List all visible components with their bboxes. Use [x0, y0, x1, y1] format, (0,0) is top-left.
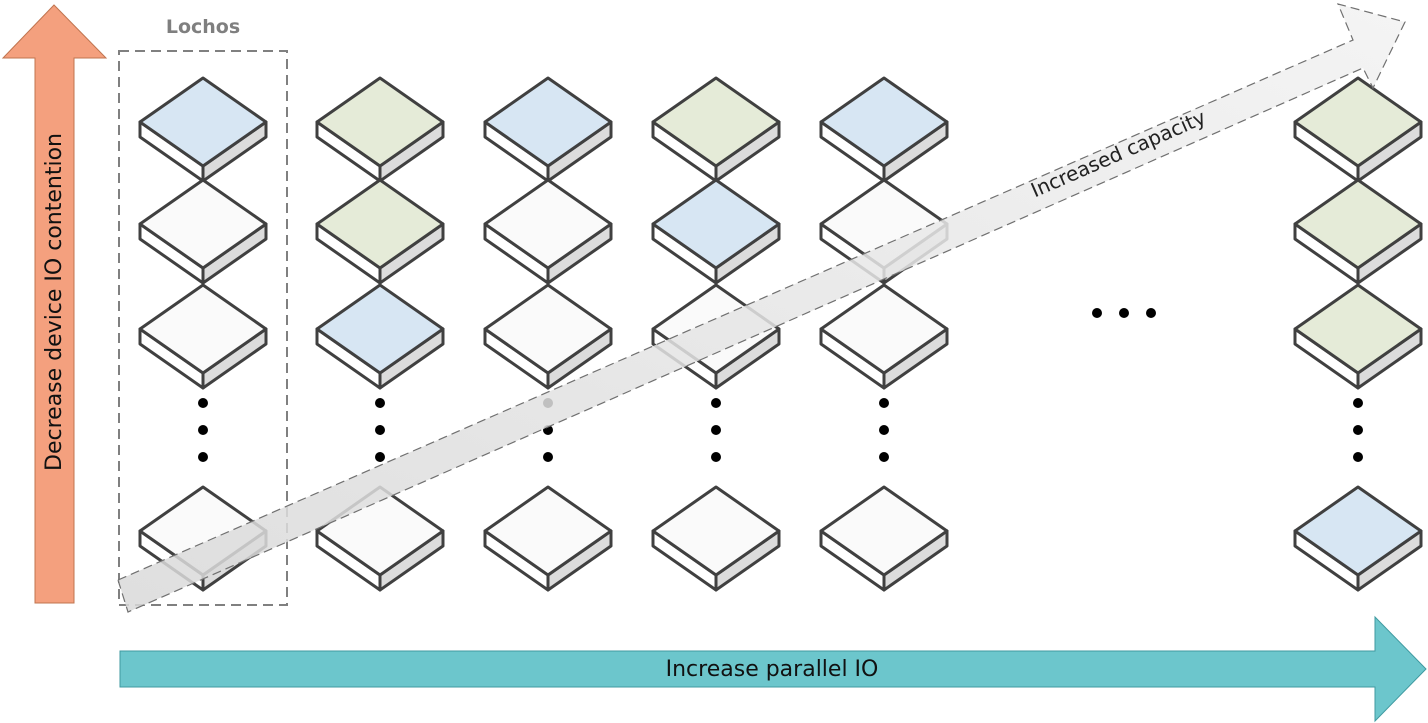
ellipsis-dot — [879, 425, 889, 435]
lochos-group-label: Lochos — [166, 16, 240, 38]
device-top — [651, 485, 781, 577]
storage-device — [315, 76, 445, 183]
storage-device — [1293, 76, 1423, 183]
device-top — [819, 76, 949, 168]
ellipsis-dot — [1092, 308, 1102, 318]
device-top — [819, 283, 949, 375]
storage-device — [138, 178, 268, 285]
device-top — [315, 76, 445, 168]
storage-device — [483, 485, 613, 592]
horizontal-arrow-label: Increase parallel IO — [666, 657, 879, 682]
device-top — [315, 178, 445, 270]
lochos-group: Lochos — [118, 16, 288, 606]
ellipsis-dot — [711, 398, 721, 408]
device-top — [138, 178, 268, 270]
ellipsis-dot — [198, 425, 208, 435]
ellipsis-dot — [1353, 425, 1363, 435]
device-top — [651, 76, 781, 168]
ellipsis-dot — [879, 398, 889, 408]
device-top — [1293, 76, 1423, 168]
diagonal-arrow-label: Increased capacity — [1027, 105, 1209, 202]
device-top — [1293, 485, 1423, 577]
storage-device — [819, 76, 949, 183]
storage-device — [138, 283, 268, 390]
ellipsis-dot — [1146, 308, 1156, 318]
horizontal-arrow: Increase parallel IO — [119, 615, 1427, 723]
device-top — [819, 485, 949, 577]
storage-device — [1293, 178, 1423, 285]
ellipsis-dot — [375, 398, 385, 408]
device-top — [1293, 178, 1423, 270]
diagonal-arrow-shape — [117, 3, 1406, 613]
lochos-group-box — [118, 50, 288, 606]
device-top — [483, 76, 613, 168]
ellipsis-dot — [1353, 398, 1363, 408]
ellipsis-dot — [1119, 308, 1129, 318]
storage-device — [1293, 283, 1423, 390]
column-ellipsis-group — [198, 398, 1363, 462]
storage-device — [651, 485, 781, 592]
storage-device — [819, 485, 949, 592]
storage-device — [651, 76, 781, 183]
vertical-arrow-shape — [1, 4, 108, 604]
storage-device — [1293, 485, 1423, 592]
storage-device — [483, 76, 613, 183]
device-top — [651, 178, 781, 270]
device-top — [138, 283, 268, 375]
device-top — [483, 485, 613, 577]
storage-device — [315, 283, 445, 390]
storage-device — [651, 178, 781, 285]
device-top — [1293, 283, 1423, 375]
storage-device — [483, 178, 613, 285]
ellipsis-dot — [543, 452, 553, 462]
device-top — [138, 76, 268, 168]
ellipsis-dot — [375, 452, 385, 462]
device-top — [483, 283, 613, 375]
ellipsis-dot — [879, 452, 889, 462]
ellipsis-dot — [375, 425, 385, 435]
horizontal-arrow-shape — [119, 615, 1427, 723]
storage-device — [819, 283, 949, 390]
ellipsis-dot — [1353, 452, 1363, 462]
ellipsis-dot — [198, 452, 208, 462]
horizontal-ellipsis — [1092, 308, 1156, 318]
vertical-arrow-label: Decrease device IO contention — [42, 133, 67, 471]
ellipsis-dot — [711, 425, 721, 435]
storage-device — [315, 178, 445, 285]
vertical-arrow: Decrease device IO contention — [1, 4, 108, 604]
storage-device — [138, 76, 268, 183]
device-top — [315, 283, 445, 375]
ellipsis-dot — [711, 452, 721, 462]
device-top — [483, 178, 613, 270]
ellipsis-dot — [198, 398, 208, 408]
storage-device — [483, 283, 613, 390]
